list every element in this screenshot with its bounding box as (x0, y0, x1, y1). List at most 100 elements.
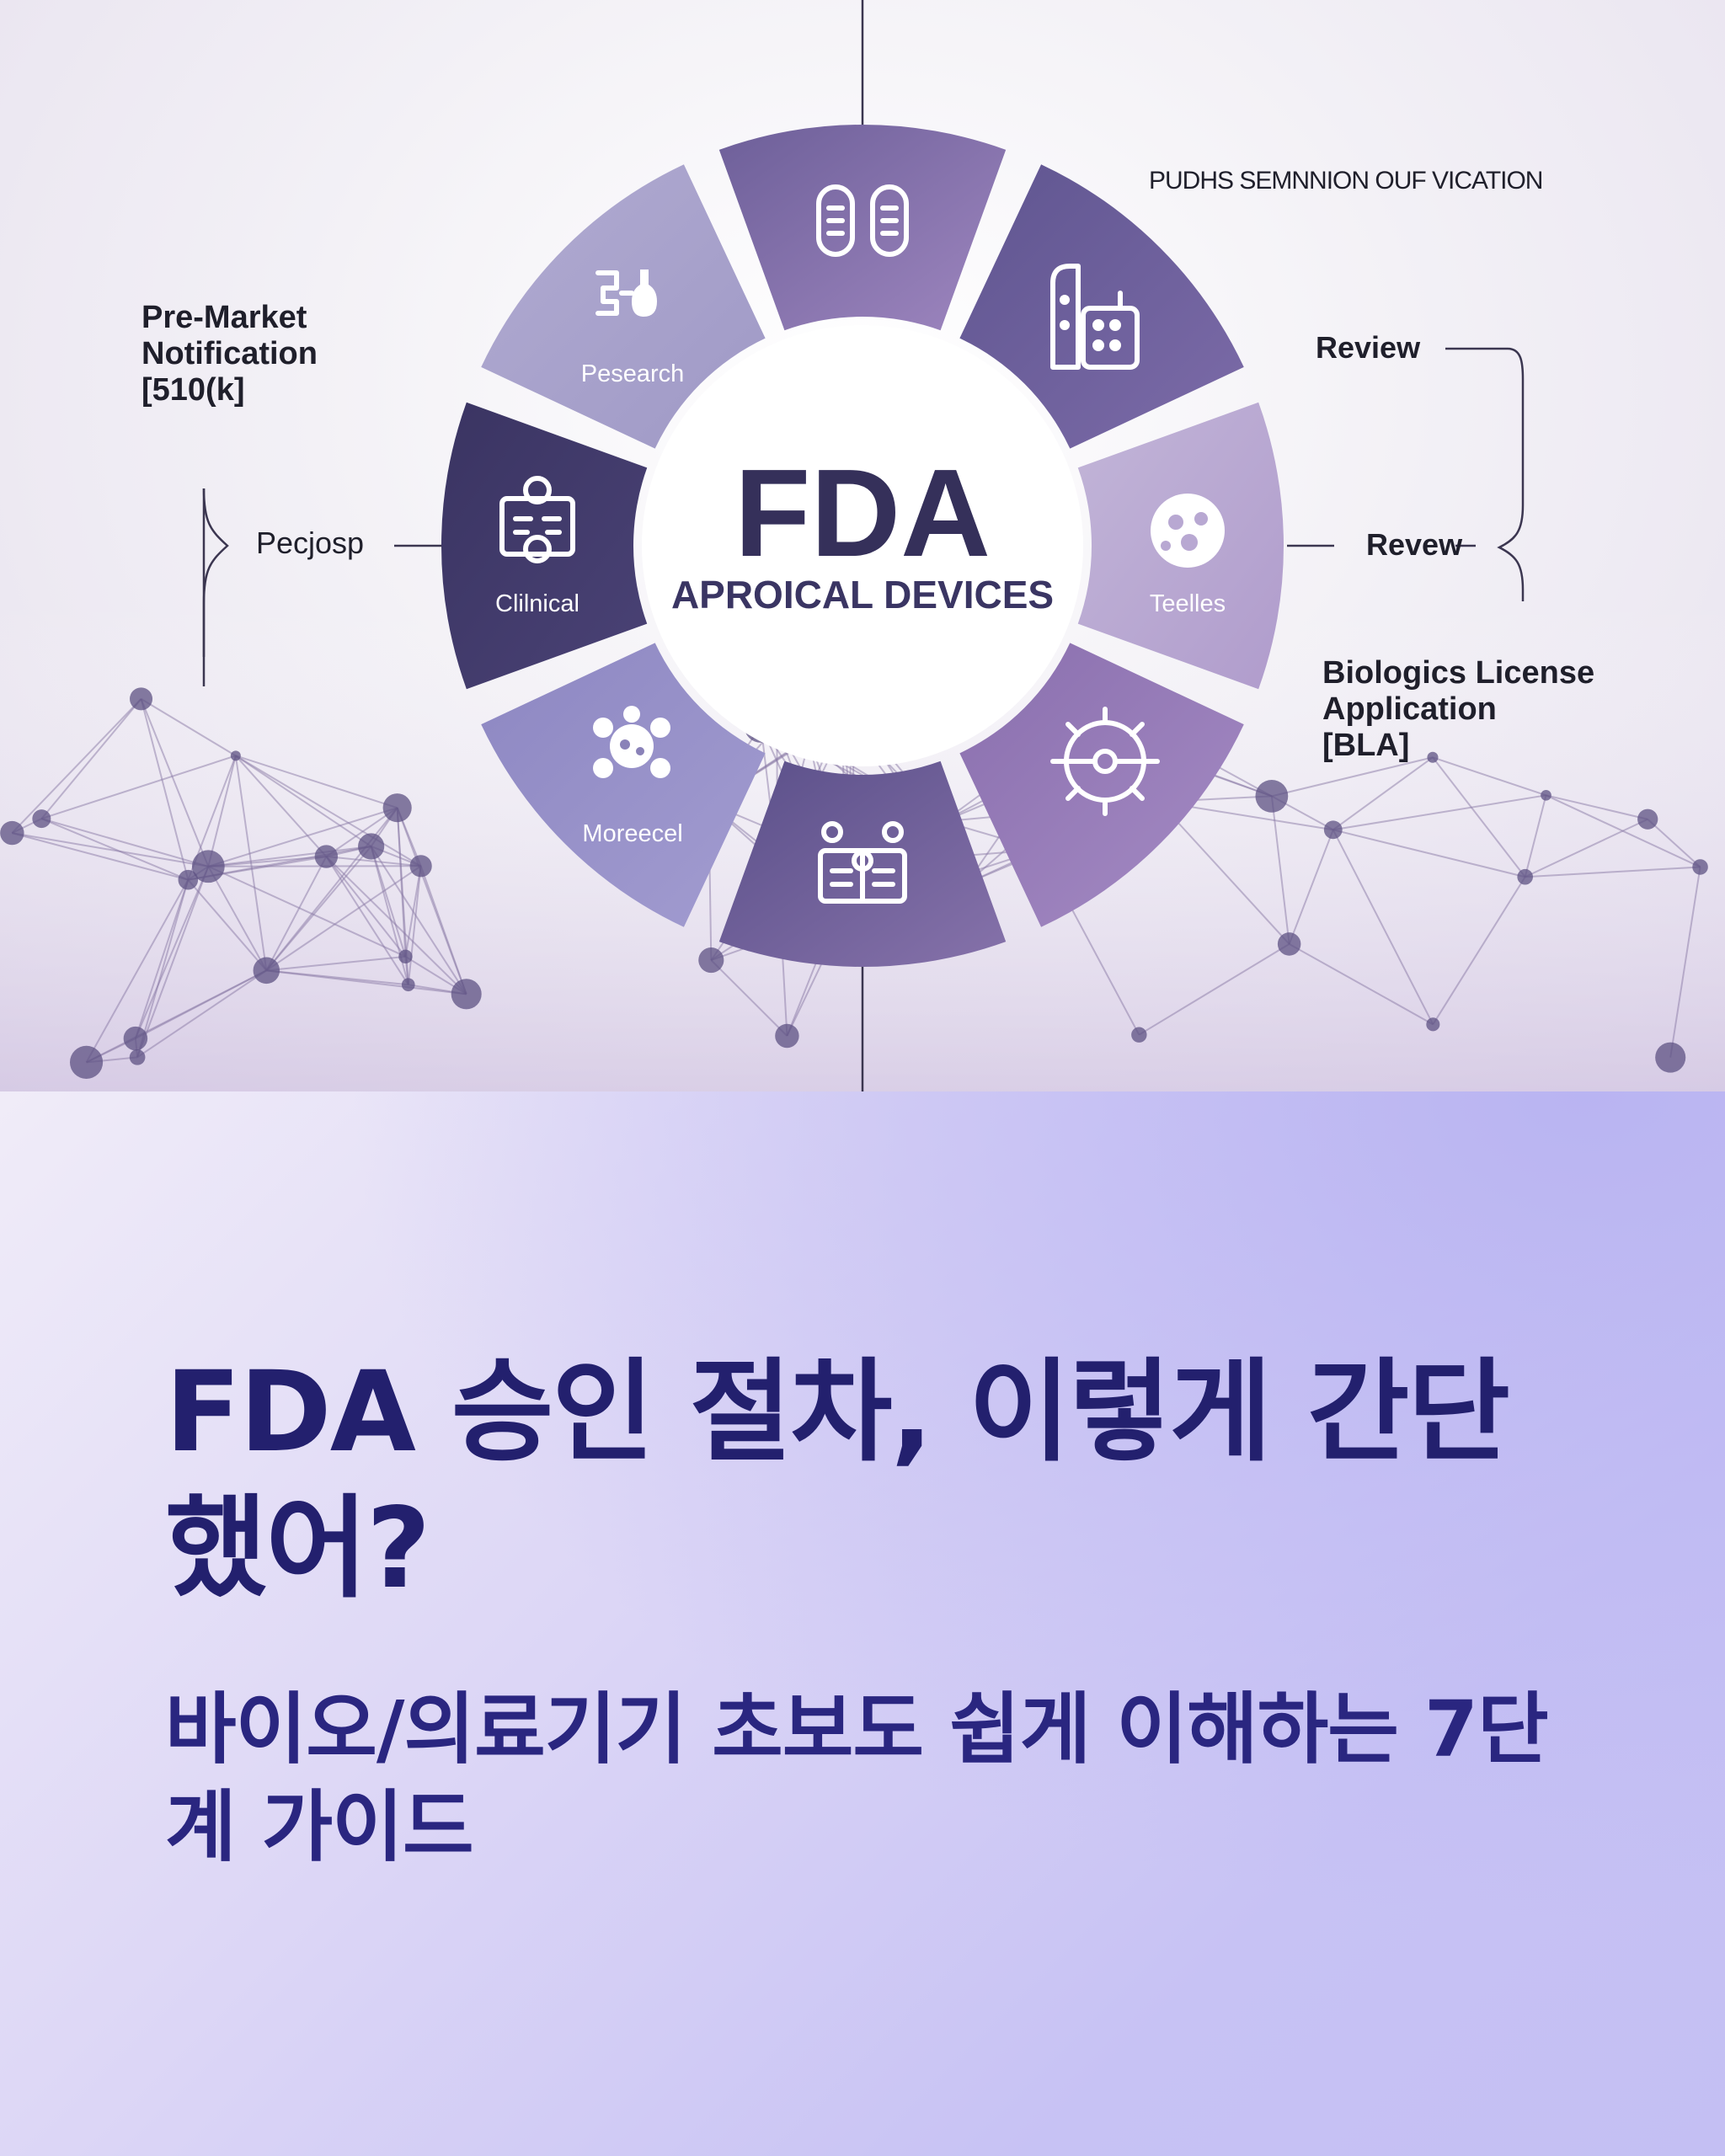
network-node (1131, 1027, 1147, 1043)
network-link (1332, 756, 1434, 831)
network-link (86, 969, 267, 1064)
network-link (141, 698, 237, 757)
subheadline: 바이오/의료기기 초보도 쉽게 이해하는 7단계 가이드 (165, 1684, 1549, 1872)
molecule-icon (593, 706, 670, 778)
network-node (451, 979, 482, 1010)
network-link (1525, 866, 1701, 878)
network-link (1524, 795, 1547, 878)
network-link (1432, 756, 1526, 878)
network-link (208, 845, 371, 867)
network-link (12, 832, 209, 867)
network-link (11, 698, 142, 834)
left-mid-label: Pecjosp (256, 526, 365, 560)
network-link (1271, 756, 1434, 798)
network-link (134, 879, 190, 1039)
network-link (41, 818, 209, 867)
network-node (314, 845, 339, 868)
pre-market-label: Pre-Market Notification [510(k] (142, 300, 318, 408)
ring-segment (481, 643, 766, 927)
network-link (207, 865, 406, 958)
network-node (1517, 868, 1533, 885)
title-panel: FDA 승인 절차, 이렇게 간단 했어? 바이오/의료기기 초보도 쉽게 이해… (0, 1091, 1725, 2156)
documents-icon (818, 821, 907, 904)
network-link (235, 755, 398, 809)
cell-icon (1151, 494, 1225, 568)
network-node (1426, 1017, 1440, 1032)
network-node (69, 1045, 104, 1079)
network-link (1158, 801, 1290, 945)
center-title: FDA (734, 444, 991, 583)
review-label: Review (1316, 330, 1421, 365)
network-link (1647, 818, 1701, 868)
network-link (12, 832, 189, 881)
network-node (1655, 1042, 1686, 1073)
headline: FDA 승인 절차, 이렇게 간단 했어? (165, 1348, 1510, 1614)
network-node (1637, 808, 1658, 830)
network-link (235, 755, 422, 867)
network-node (230, 750, 241, 761)
network-link (325, 856, 467, 995)
network-link (234, 755, 268, 971)
network-link (187, 879, 268, 971)
network-link (1546, 794, 1648, 820)
bla-label: Biologics License Application [BLA] (1322, 655, 1595, 763)
network-node (0, 820, 24, 846)
network-link (140, 698, 190, 880)
ring-segment (959, 643, 1244, 927)
network-link (1525, 818, 1648, 878)
network-link (41, 755, 237, 820)
network-link (1332, 829, 1525, 878)
virus-icon (1050, 707, 1160, 816)
network-node (191, 850, 225, 883)
top-right-caption: PUDHS SEMNNION OUF VICATION (1149, 167, 1543, 195)
network-node (1692, 859, 1708, 875)
network-node (382, 793, 412, 823)
network-node (358, 833, 385, 860)
ring-segment (718, 125, 1007, 331)
review-mid-label: Revew (1366, 527, 1463, 562)
network-node (1323, 820, 1343, 840)
segment-label: Clilnical (495, 590, 579, 617)
network-node (698, 947, 724, 974)
network-link (710, 959, 788, 1037)
network-link (325, 856, 407, 958)
network-link (1288, 829, 1334, 945)
network-node (123, 1026, 148, 1051)
network-node (130, 687, 153, 711)
center-subtitle: APROICAL DEVICES (671, 573, 1054, 616)
segment-label: Pesearch (581, 360, 685, 387)
network-link (1332, 794, 1546, 831)
network-link (1432, 756, 1546, 797)
network-node (409, 855, 432, 878)
network-node (1277, 932, 1301, 956)
network-node (401, 978, 415, 992)
network-link (40, 818, 189, 881)
network-link (407, 866, 422, 985)
network-link (140, 698, 210, 867)
network-node (1541, 789, 1551, 801)
network-node (178, 869, 199, 890)
network-link (1432, 876, 1526, 1025)
network-link (1138, 943, 1290, 1036)
network-node (253, 957, 280, 985)
network-link (370, 846, 467, 995)
network-link (266, 969, 467, 995)
segment-label: Moreecel (582, 820, 682, 847)
research-icon (595, 270, 657, 317)
network-link (40, 698, 142, 819)
clipboard-icon (499, 476, 575, 563)
network-link (326, 856, 421, 867)
network-link (265, 856, 328, 971)
connector-lines (202, 0, 1525, 1091)
network-link (1270, 796, 1290, 945)
center-disk (642, 325, 1083, 766)
network-node (32, 809, 51, 829)
network-link (1332, 829, 1434, 1025)
network-node (1255, 779, 1289, 813)
network-link (136, 866, 210, 1058)
network-link (235, 755, 372, 847)
capsule-icon (816, 184, 909, 257)
